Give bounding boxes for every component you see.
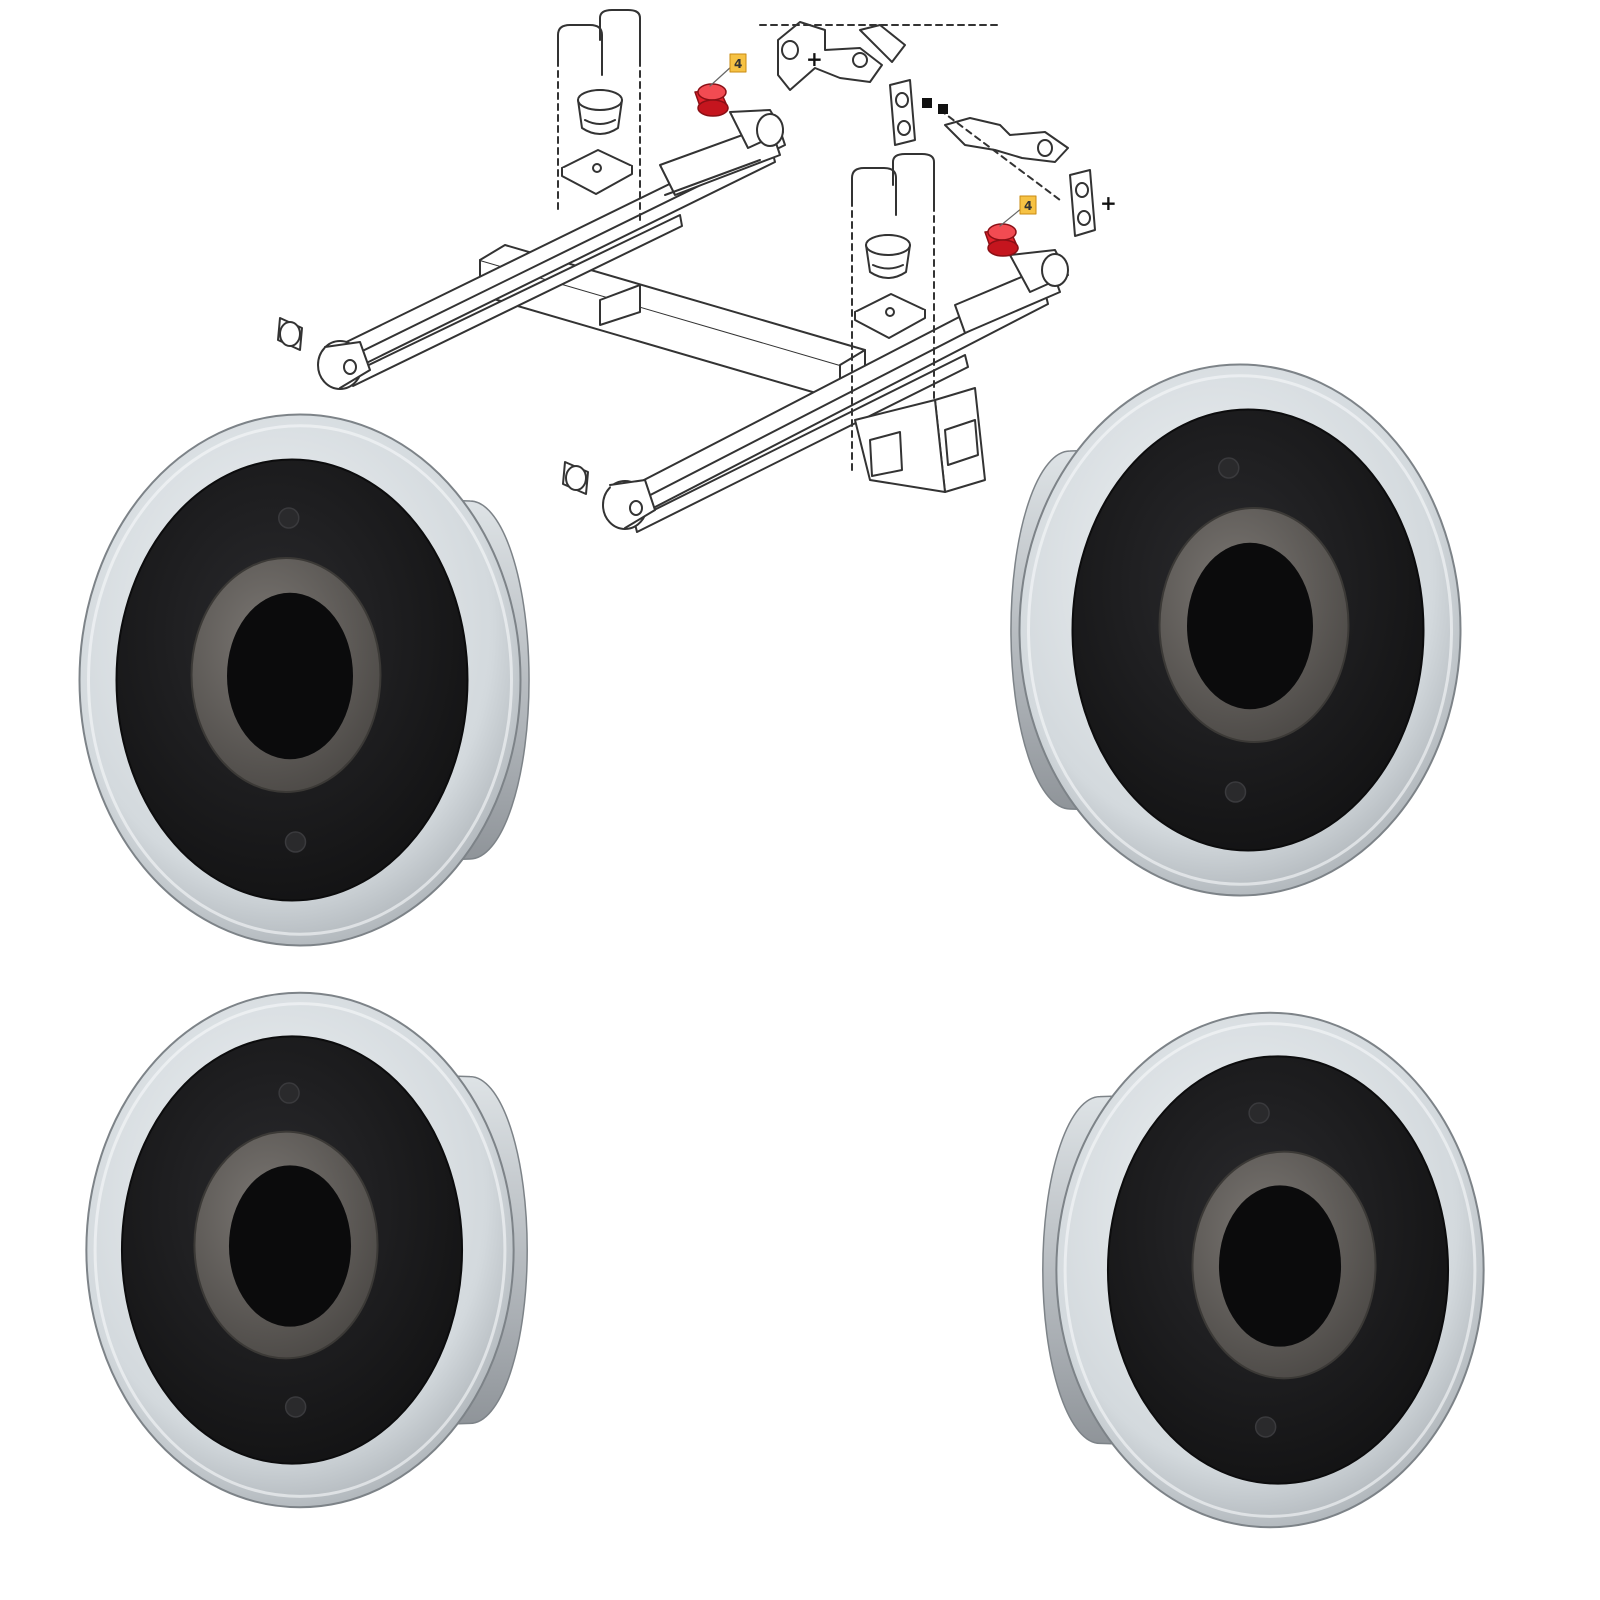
rubber-metal-bushing	[85, 991, 528, 1509]
shackle-right	[944, 117, 1069, 163]
shackle-left	[777, 21, 906, 91]
rubber-metal-bushing	[78, 413, 530, 947]
shackle-plate-right	[1069, 169, 1096, 237]
separator-mark-right: +	[1100, 191, 1117, 215]
spring-eye-right-rear	[1009, 249, 1069, 293]
rubber-mark	[1224, 781, 1247, 803]
callout-2: 4	[999, 195, 1037, 227]
rubber-metal-bushing	[1010, 363, 1462, 897]
highlighted-bushing-1	[694, 83, 729, 117]
highlighted-bushing-2	[984, 223, 1019, 257]
bushing-bore	[1218, 1185, 1342, 1347]
rubber-mark	[1248, 1102, 1270, 1124]
spring-eye-left-rear	[729, 109, 784, 149]
callout-label: 4	[734, 57, 742, 71]
rubber-mark	[284, 1396, 307, 1418]
bushing-bore	[227, 592, 353, 760]
spring-plate-left	[561, 149, 633, 195]
spring-eye-left-front	[277, 317, 371, 390]
bushing-flange-highlight	[87, 424, 513, 936]
shackle-plate-mid	[889, 79, 916, 146]
rubber-mark	[1218, 457, 1240, 479]
rubber-mark	[278, 507, 300, 529]
leaf-spring-right	[614, 264, 1061, 533]
separator-mark-left: +	[806, 47, 823, 71]
bushing-flange-highlight	[1063, 1022, 1477, 1518]
axle-bracket	[854, 387, 986, 493]
u-bolt-assembly-left	[557, 9, 641, 221]
bushing-set	[78, 363, 1485, 1529]
bump-stop-left	[577, 89, 623, 135]
rubber-mark	[284, 831, 307, 853]
spring-plate-right	[854, 293, 926, 339]
bushing-flange-highlight	[93, 1002, 507, 1498]
callout-label: 4	[1024, 199, 1032, 213]
callout-1: 4	[709, 53, 747, 87]
bump-stop-right	[865, 234, 911, 279]
bushing-flange-highlight	[1027, 374, 1453, 886]
suspension-diagram: + + 4 4	[277, 9, 1117, 533]
rubber-mark	[278, 1082, 300, 1104]
rubber-mark	[1254, 1416, 1277, 1438]
bushing-bore	[228, 1165, 352, 1327]
spring-eye-right-front	[562, 461, 656, 530]
rubber-metal-bushing	[1042, 1011, 1485, 1529]
bushing-bore	[1187, 542, 1313, 710]
